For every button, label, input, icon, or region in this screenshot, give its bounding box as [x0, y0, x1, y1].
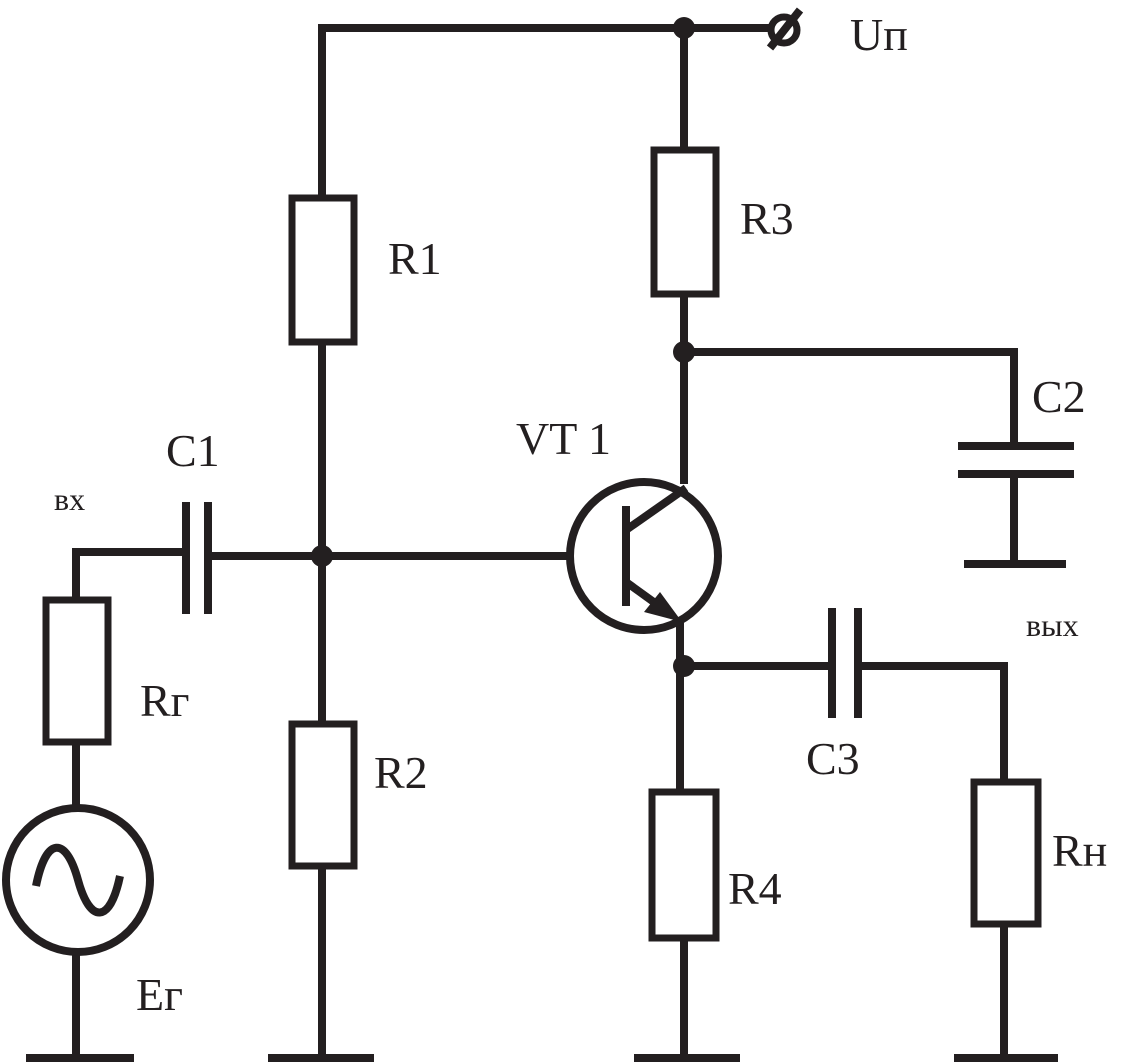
c3-right-wire — [858, 662, 1008, 782]
label-supply: Uп — [850, 9, 908, 60]
resistor-r1 — [288, 194, 358, 346]
label-output: вых — [1026, 607, 1079, 643]
input-wire — [72, 548, 186, 600]
supply-terminal — [766, 7, 804, 51]
c2-wire — [684, 348, 1018, 446]
label-source: Eг — [136, 969, 183, 1020]
signal-source-eg — [2, 804, 154, 956]
label-input: вх — [54, 481, 85, 517]
label-c3: C3 — [806, 733, 860, 784]
sine-wave-icon — [32, 843, 124, 917]
label-c1: C1 — [166, 425, 220, 476]
resistor-rg — [42, 596, 112, 746]
label-c2: C2 — [1032, 371, 1086, 422]
supply-rail — [318, 24, 780, 198]
terminal-slash-icon — [766, 7, 804, 51]
resistor-r3 — [650, 146, 720, 298]
emitter-arrow-icon — [644, 592, 682, 622]
label-r3: R3 — [740, 193, 794, 244]
wires — [72, 24, 1018, 1058]
resistor-rn — [970, 778, 1042, 928]
label-r1: R1 — [388, 233, 442, 284]
capacitor-c2 — [958, 442, 1074, 478]
capacitor-c3 — [828, 608, 862, 718]
transistor-vt1 — [566, 478, 722, 634]
capacitor-c1 — [182, 502, 212, 614]
label-r2: R2 — [374, 747, 428, 798]
ground-bars — [26, 560, 1066, 1062]
label-r4: R4 — [728, 863, 782, 914]
label-rg: Rг — [140, 675, 190, 726]
node-emitter — [673, 655, 695, 677]
node-collector — [673, 341, 695, 363]
resistor-r4 — [648, 788, 720, 942]
label-transistor: VT 1 — [516, 413, 611, 464]
node-supply — [673, 17, 695, 39]
label-rn: Rн — [1052, 825, 1107, 876]
transistor-collector — [623, 484, 689, 534]
node-base — [311, 545, 333, 567]
resistor-r2 — [288, 720, 358, 870]
